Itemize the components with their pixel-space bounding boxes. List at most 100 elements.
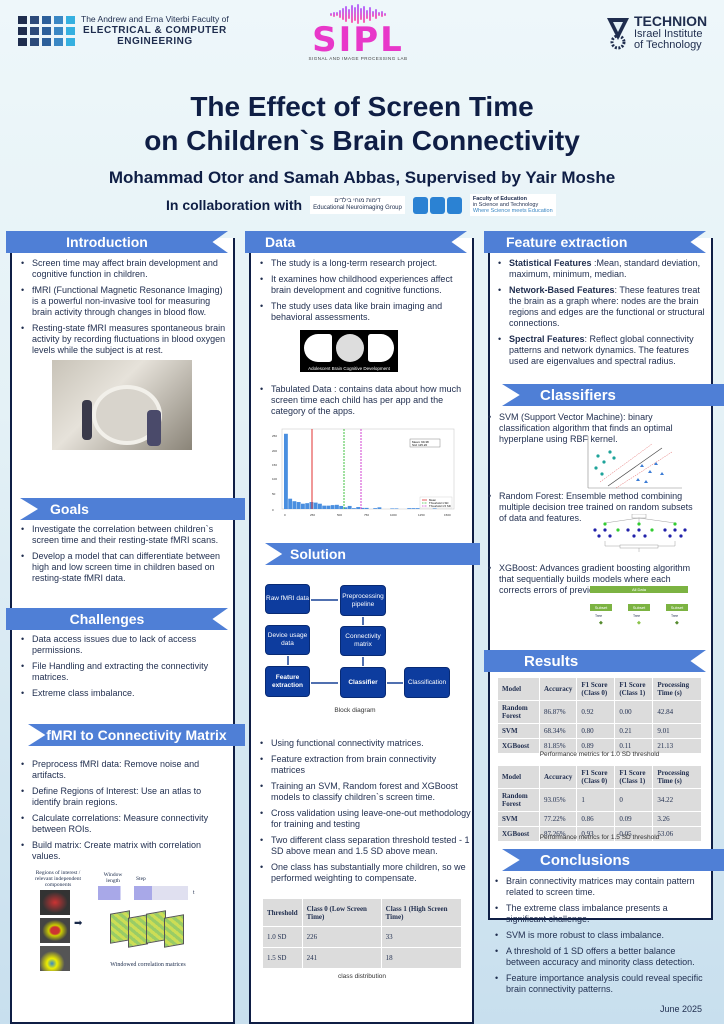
arrow-connector xyxy=(387,682,403,684)
introduction-list: Screen time may affect brain development… xyxy=(20,258,230,361)
table-cell: 0.09 xyxy=(614,811,654,827)
histogram-bar xyxy=(296,502,301,509)
brain-slice-1 xyxy=(40,890,70,915)
xgb-subset: Subset xyxy=(628,604,650,611)
list-item: Develop a model that can differentiate b… xyxy=(20,551,230,584)
table-cell: 1 xyxy=(576,788,616,812)
feature-extraction-list: Statistical Features :Mean, standard dev… xyxy=(497,258,707,372)
histogram-bar xyxy=(360,507,365,509)
feature-extraction-title: Feature extraction xyxy=(506,234,628,250)
svg-text:500: 500 xyxy=(337,513,342,517)
svm-text: SVM (Support Vector Machine): binary cla… xyxy=(499,412,673,444)
feature-text: :Mean, standard deviation, maximum, mini… xyxy=(509,258,701,279)
histogram-bar xyxy=(339,505,344,509)
list-item: Spectral Features: Reflect global connec… xyxy=(497,334,707,367)
brain-heads-icon xyxy=(412,196,462,214)
list-item: Network-Based Features: These features t… xyxy=(497,285,707,329)
table-header: Processing Time (s) xyxy=(652,765,702,789)
histogram-bar xyxy=(292,501,297,509)
classifier-block: Classifier xyxy=(340,667,386,698)
histogram-bar xyxy=(390,508,395,509)
table-cell: 0.00 xyxy=(614,700,654,724)
data-banner: Data xyxy=(245,231,467,253)
histogram-bar xyxy=(305,503,310,509)
block-diagram-caption: Block diagram xyxy=(334,707,376,714)
table-cell: Random Forest xyxy=(497,700,540,724)
data-list-2: Tabulated Data : contains data about how… xyxy=(259,384,469,422)
feature-extraction-block: Feature extraction xyxy=(265,666,310,697)
table-cell: 0.89 xyxy=(576,738,616,754)
histogram-bar xyxy=(347,505,352,509)
classification-block: Classification xyxy=(404,667,450,698)
table-header: Processing Time (s) xyxy=(652,677,702,701)
list-item: Investigate the correlation between chil… xyxy=(20,524,230,546)
svg-text:100: 100 xyxy=(272,477,277,481)
random-forest-diagram xyxy=(593,514,687,552)
feature-extraction-banner: Feature extraction xyxy=(484,231,706,253)
table-cell: 33 xyxy=(380,926,463,948)
table-header: F1 Score (Class 1) xyxy=(614,677,654,701)
arrow-connector xyxy=(362,657,364,666)
svg-text:1500: 1500 xyxy=(444,513,451,517)
neuro-english: Educational Neuroimaging Group xyxy=(313,205,402,211)
table-cell: 86.87% xyxy=(538,700,578,724)
histogram-bar xyxy=(326,505,331,509)
svg-text:0: 0 xyxy=(272,508,274,512)
xgb-tree: Tree xyxy=(595,614,603,618)
table-cell: 0.92 xyxy=(576,700,616,724)
histogram-bar xyxy=(335,504,339,509)
data-list: The study is a long-term research projec… xyxy=(259,258,469,328)
table-header: Model xyxy=(497,677,540,701)
table-cell: 1.0 SD xyxy=(262,926,303,948)
histogram-bar xyxy=(377,507,382,509)
svg-text:250: 250 xyxy=(272,434,277,438)
results-banner: Results xyxy=(484,650,706,672)
sipl-subtitle: SIGNAL AND IMAGE PROCESSING LAB xyxy=(308,56,408,61)
ece-line2: ELECTRICAL & COMPUTER xyxy=(83,25,227,36)
edu-line1: Faculty of Education xyxy=(472,196,527,202)
table-cell: 87.26% xyxy=(538,826,578,842)
svg-text:Mean: Mean xyxy=(429,498,436,502)
abcd-caption: Adolescent Brain Cognitive Development xyxy=(308,366,390,371)
list-item: Screen time may affect brain development… xyxy=(20,258,230,280)
arrow-right-icon: ➡ xyxy=(74,918,83,929)
histogram-bar xyxy=(318,503,322,509)
mri-scanner-photo xyxy=(52,360,192,450)
svg-text:750: 750 xyxy=(364,513,369,517)
solution-title: Solution xyxy=(290,546,346,562)
technion-line2: Israel Institute xyxy=(634,28,703,40)
classifiers-svm: SVM (Support Vector Machine): binary cla… xyxy=(487,412,697,450)
list-item: Cross validation using leave-one-out met… xyxy=(259,808,471,830)
classifiers-title: Classifiers xyxy=(540,386,616,404)
step-label: Step xyxy=(136,876,146,882)
list-item: fMRI (Functional Magnetic Resonance Imag… xyxy=(20,285,230,318)
classifiers-rf: Random Forest: Ensemble method combining… xyxy=(487,491,697,529)
table-cell: SVM xyxy=(497,723,540,739)
tree-icon: ◆ xyxy=(599,620,603,626)
table-cell: 0.86 xyxy=(576,811,616,827)
window-label: Window length xyxy=(103,872,123,884)
neuroimaging-group-logo: דימות מוחי בילדים Educational Neuroimagi… xyxy=(310,196,405,214)
list-item: Brain connectivity matrices may contain … xyxy=(494,876,710,898)
screen-time-histogram: Mean: 99.38 Std: 115.20 Mean Threshold 1… xyxy=(272,428,455,517)
histogram-bar xyxy=(373,508,378,509)
conclusions-banner: Conclusions xyxy=(502,849,724,871)
sipl-logo: SIPL SIGNAL AND IMAGE PROCESSING LAB xyxy=(308,4,408,61)
table-cell: 0 xyxy=(614,788,654,812)
abcd-logo: Adolescent Brain Cognitive Development xyxy=(300,330,398,372)
arrow-connector xyxy=(287,656,289,665)
list-item: Feature importance analysis could reveal… xyxy=(494,973,710,995)
conclusions-title: Conclusions xyxy=(540,851,631,869)
technion-emblem-icon xyxy=(607,18,629,50)
table-cell: 0.21 xyxy=(614,723,654,739)
results-table-1sd: Model Accuracy F1 Score (Class 0) F1 Sco… xyxy=(497,677,702,754)
collab-label: In collaboration with xyxy=(166,197,303,213)
list-item: Tabulated Data : contains data about how… xyxy=(259,384,469,417)
introduction-title: Introduction xyxy=(66,234,148,250)
t-label: t xyxy=(193,890,195,896)
list-item: One class has substantially more childre… xyxy=(259,862,471,884)
brain-slice-3 xyxy=(40,946,70,971)
